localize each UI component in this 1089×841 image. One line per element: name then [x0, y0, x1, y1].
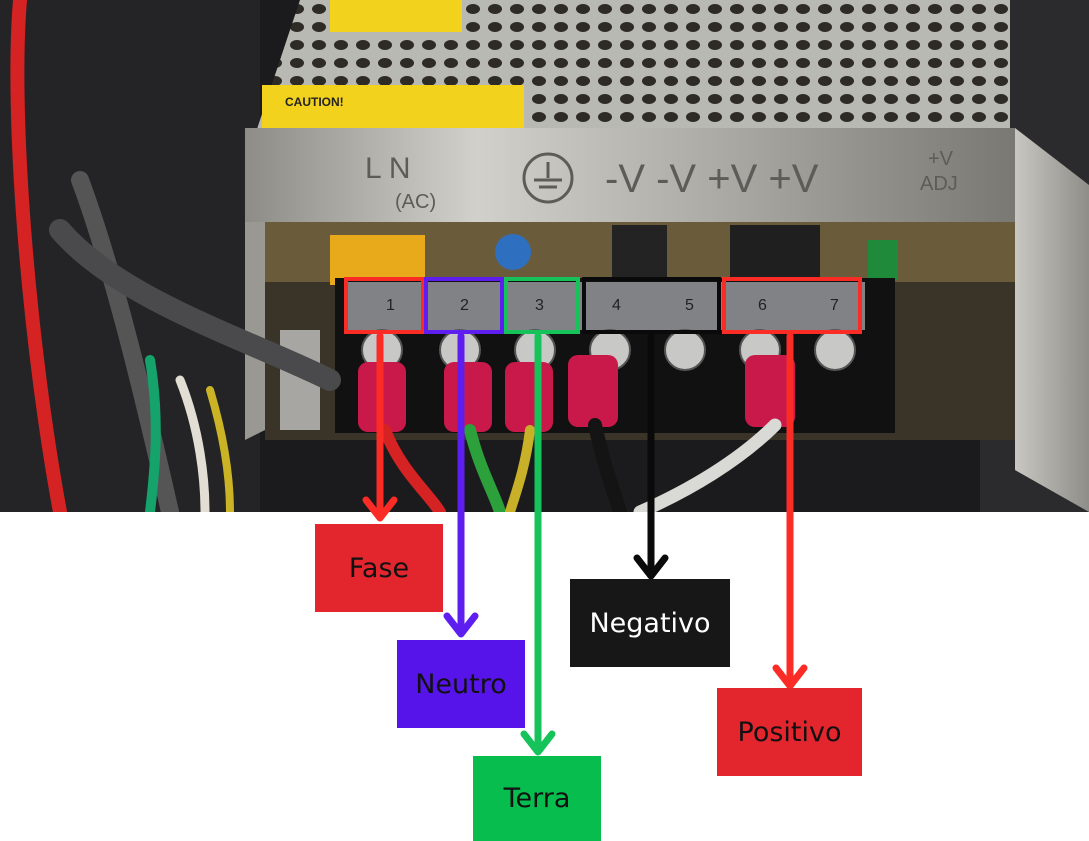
arrow-negativo: [633, 332, 669, 580]
label-fase: Fase: [315, 524, 443, 612]
electrolytic-cap-1: [612, 225, 667, 280]
wire-red-left: [10, 0, 67, 512]
caution-sticker: [262, 85, 524, 130]
case-front-panel: [245, 128, 1015, 222]
case-side-wall: [1015, 128, 1089, 512]
wire-green: [464, 424, 506, 512]
wires: [10, 0, 782, 512]
ground-symbol: [522, 152, 574, 204]
label-negativo: Negativo: [570, 579, 730, 667]
label-terra: Terra: [473, 756, 601, 841]
yellow-capacitor: [330, 235, 425, 285]
highlight-box-positivo: [722, 277, 862, 334]
arrow-terra: [520, 332, 556, 756]
terminal-cover: [345, 282, 865, 330]
caution-text: CAUTION!: [285, 95, 344, 109]
terminal-number-2: 2: [460, 297, 469, 314]
terminal-numbers: 1 2 3 4 5 6 7: [386, 297, 839, 314]
electrolytic-cap-2: [730, 225, 820, 280]
highlight-box-fase: [344, 277, 425, 334]
highlight-box-negativo: [582, 277, 721, 334]
power-supply-photo: CAUTION! L N (AC) -V -V +V +V +V ADJ 1 2…: [0, 0, 1089, 512]
wire-red: [379, 424, 446, 512]
terminal-number-5: 5: [685, 297, 694, 314]
terminal-number-3: 3: [535, 297, 544, 314]
crimp-2: [444, 362, 492, 432]
label-neutro: Neutro: [397, 640, 525, 728]
wire-white: [633, 418, 782, 512]
terminal-number-1: 1: [386, 297, 395, 314]
crimp-4: [568, 355, 618, 427]
label-positivo: Positivo: [717, 688, 862, 776]
green-component: [868, 240, 898, 280]
highlight-box-terra: [504, 277, 580, 334]
panel-marking-ac: (AC): [395, 191, 436, 213]
arrow-fase: [362, 332, 398, 522]
blue-capacitor: [495, 234, 531, 270]
terminal-number-7: 7: [830, 297, 839, 314]
panel-marking-v: -V -V +V +V: [605, 157, 819, 201]
wire-yellow-green: [505, 425, 535, 512]
arrow-positivo: [772, 332, 808, 690]
highlight-box-neutro: [424, 277, 504, 334]
wire-black: [588, 418, 627, 512]
terminal-number-4: 4: [612, 297, 621, 314]
panel-marking-vplus: +V: [928, 148, 954, 170]
arrow-neutro: [443, 332, 479, 638]
panel-marking-adj: ADJ: [920, 173, 958, 195]
crimp-6: [745, 355, 795, 427]
panel-marking-ln: L N: [365, 152, 411, 185]
terminal-number-6: 6: [758, 297, 767, 314]
